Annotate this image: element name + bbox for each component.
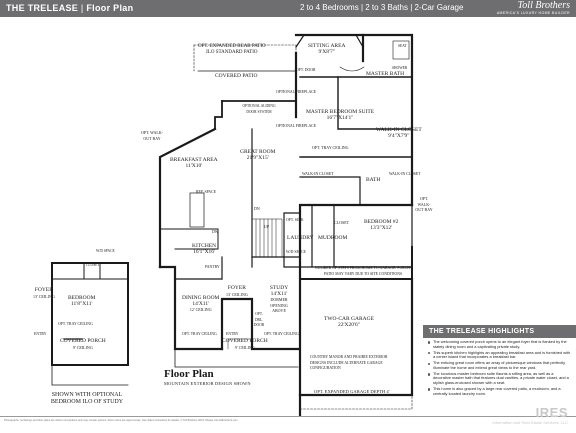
label-bath: BATH <box>366 177 381 183</box>
label-study: STUDY 14'X11' DORMER OPENING ABOVE <box>269 285 289 313</box>
plan-name: THE TRELEASE <box>6 3 79 13</box>
label-opt-door: OPT. DOOR <box>296 68 316 72</box>
optional-bedroom-inset <box>51 262 129 386</box>
inset-caption: SHOWN WITH OPTIONAL BEDROOM ILO OF STUDY <box>50 392 124 405</box>
label-master-bath: MASTER BATH <box>366 71 405 77</box>
label-master-suite: MASTER BEDROOM SUITE 16'7"X14'1" <box>306 109 375 121</box>
label-walk-in-closet-3: WALK-IN CLOSET <box>389 172 421 176</box>
spec-separator: | <box>360 3 364 12</box>
label-closet: CLOSET <box>334 220 350 225</box>
label-seat: SEAT <box>398 44 407 48</box>
watermark-main: IRES <box>535 405 568 420</box>
spec-separator: | <box>410 3 413 12</box>
stairs <box>251 218 283 258</box>
floor-plan-subtitle: MOUNTAIN EXTERIOR DESIGN SHOWN <box>164 381 251 386</box>
spec-baths: 2 to 3 Baths <box>365 3 408 12</box>
brand-name: Toll Brothers <box>517 0 570 11</box>
label-laundry: LAUNDRY <box>287 235 314 241</box>
expanded-patio-outline <box>193 44 297 54</box>
label-foyer-inset: FOYER 13' CEILING <box>33 287 55 299</box>
label-garage: TWO-CAR GARAGE 22'X20'6" <box>324 316 374 328</box>
label-breakfast-area: BREAKFAST AREA 11'X10' <box>170 157 218 169</box>
label-opt-tray-ceiling: OPT. TRAY CEILING <box>312 145 349 150</box>
spec-garage: 2-Car Garage <box>414 3 464 12</box>
highlight-item: This home is also graced by a large rear… <box>428 386 572 396</box>
label-entry-inset: ENTRY <box>34 332 47 336</box>
label-garage-steps-note: NUMBER OF STEPS FROM HOME TO GARAGE/ POR… <box>314 266 412 276</box>
floor-plan-title: Floor Plan <box>164 368 214 380</box>
label-opt-tray-ceiling-inset: OPT. TRAY CEILING <box>58 322 93 326</box>
spec-bedrooms: 2 to 4 Bedrooms <box>300 3 359 12</box>
floor-plan-drawing <box>51 33 414 416</box>
label-dining-room: DINING ROOM 14'X11' 12' CEILING <box>182 295 220 312</box>
brand-logo: Toll Brothers AMERICA'S LUXURY HOME BUIL… <box>497 0 570 15</box>
plan-kind: Floor Plan <box>86 3 134 13</box>
label-bedroom-inset: BEDROOM 11'8"X11' <box>68 295 96 307</box>
label-foyer: FOYER 13' CEILING <box>226 285 248 297</box>
label-ref-space: REF. SPACE <box>196 190 217 194</box>
highlight-item: The welcoming covered porch opens to an … <box>428 339 572 349</box>
watermark-sub: Information and Real Estate Services, LL… <box>492 420 568 425</box>
label-optional-sliding-door: OPTIONAL SLIDING DOOR SYSTEM <box>242 104 276 114</box>
highlight-item: This superb kitchen highlights an appeal… <box>428 349 571 360</box>
label-opt-tray-ceiling-study: OPT. TRAY CEILING <box>264 332 299 336</box>
label-great-room: GREAT ROOM 21'9"X15' <box>240 149 276 161</box>
label-opt-walk-out-bay: OPT. WALK-OUT BAY <box>140 130 164 141</box>
footer-disclaimer: Photographs, renderings and floor plans … <box>4 419 238 422</box>
header-bar: THE TRELEASE | Floor Plan 2 to 4 Bedroom… <box>0 0 576 17</box>
label-opt-expanded-garage: OPT. EXPANDED GARAGE DEPTH 4' <box>314 389 390 394</box>
highlights-list: The welcoming covered porch opens to an … <box>423 339 576 396</box>
highlights-panel: THE TRELEASE HIGHLIGHTS The welcoming co… <box>423 325 576 415</box>
label-dn: DN <box>254 206 260 211</box>
label-entry: ENTRY <box>226 332 239 336</box>
label-covered-patio: COVERED PATIO <box>215 73 258 79</box>
label-shower: SHOWER <box>392 66 408 70</box>
label-sitting-area: SITTING AREA 9'X8'7" <box>308 43 346 55</box>
header-separator: | <box>80 3 84 13</box>
label-covered-porch: COVERED PORCH 9' CEILING <box>222 338 268 350</box>
plan-title-header: THE TRELEASE | Floor Plan <box>6 3 133 13</box>
label-mudroom: MUDROOM <box>318 235 348 241</box>
label-country-manor-note: COUNTRY MANOR AND PRAIRIE EXTERIOR DESIG… <box>310 355 388 370</box>
label-expanded-rear-patio: OPT. EXPANDED REAR PATIO ILO STANDARD PA… <box>198 44 266 55</box>
label-closet-inset: CLOSET <box>86 263 100 267</box>
label-wd-space: W/D SPACE <box>286 250 306 254</box>
label-walk-in-closet-2: WALK-IN CLOSET <box>302 172 334 176</box>
kitchen-island <box>189 192 205 228</box>
label-up: UP <box>264 224 270 229</box>
label-opt-tray-ceiling-dining: OPT. TRAY CEILING <box>182 332 217 336</box>
label-dw: DW <box>212 230 219 234</box>
label-optional-fireplace: OPTIONAL FIREPLACE <box>276 90 317 94</box>
label-wd-space-inset: W/D SPACE <box>96 249 115 253</box>
label-opt-sink: OPT. SINK <box>286 218 304 222</box>
label-covered-porch-inset: COVERED PORCH 9' CEILING <box>60 338 106 350</box>
label-bedroom-2: BEDROOM #2 13'3"X12' <box>364 219 399 231</box>
highlight-item: The luxurious master bedroom suite flaun… <box>428 371 572 386</box>
highlights-heading: THE TRELEASE HIGHLIGHTS <box>423 325 576 338</box>
label-opt-walk-out-bay-2: OPT. WALK-OUT BAY <box>415 196 433 212</box>
label-kitchen: KITCHEN 16'1"X16' <box>192 243 217 255</box>
label-optional-fireplace-2: OPTIONAL FIREPLACE <box>276 124 317 128</box>
label-opt-dbl-door: OPT. DBL. DOOR <box>253 312 265 327</box>
highlight-item: The enticing great room offers an array … <box>428 360 572 370</box>
covered-porch-outline <box>174 348 299 368</box>
expanded-garage-outline <box>299 394 413 410</box>
master-shower <box>392 40 410 60</box>
plan-specs: 2 to 4 Bedrooms | 2 to 3 Baths | 2-Car G… <box>300 3 463 12</box>
label-walk-in-closet: WALK-IN CLOSET 9'4"X7'9" <box>376 127 422 139</box>
label-pantry: PANTRY <box>205 265 220 269</box>
footer: Photographs, renderings and floor plans … <box>0 405 576 433</box>
brand-tagline: AMERICA'S LUXURY HOME BUILDER <box>496 11 570 15</box>
watermark: IRES Information and Real Estate Service… <box>492 405 568 425</box>
